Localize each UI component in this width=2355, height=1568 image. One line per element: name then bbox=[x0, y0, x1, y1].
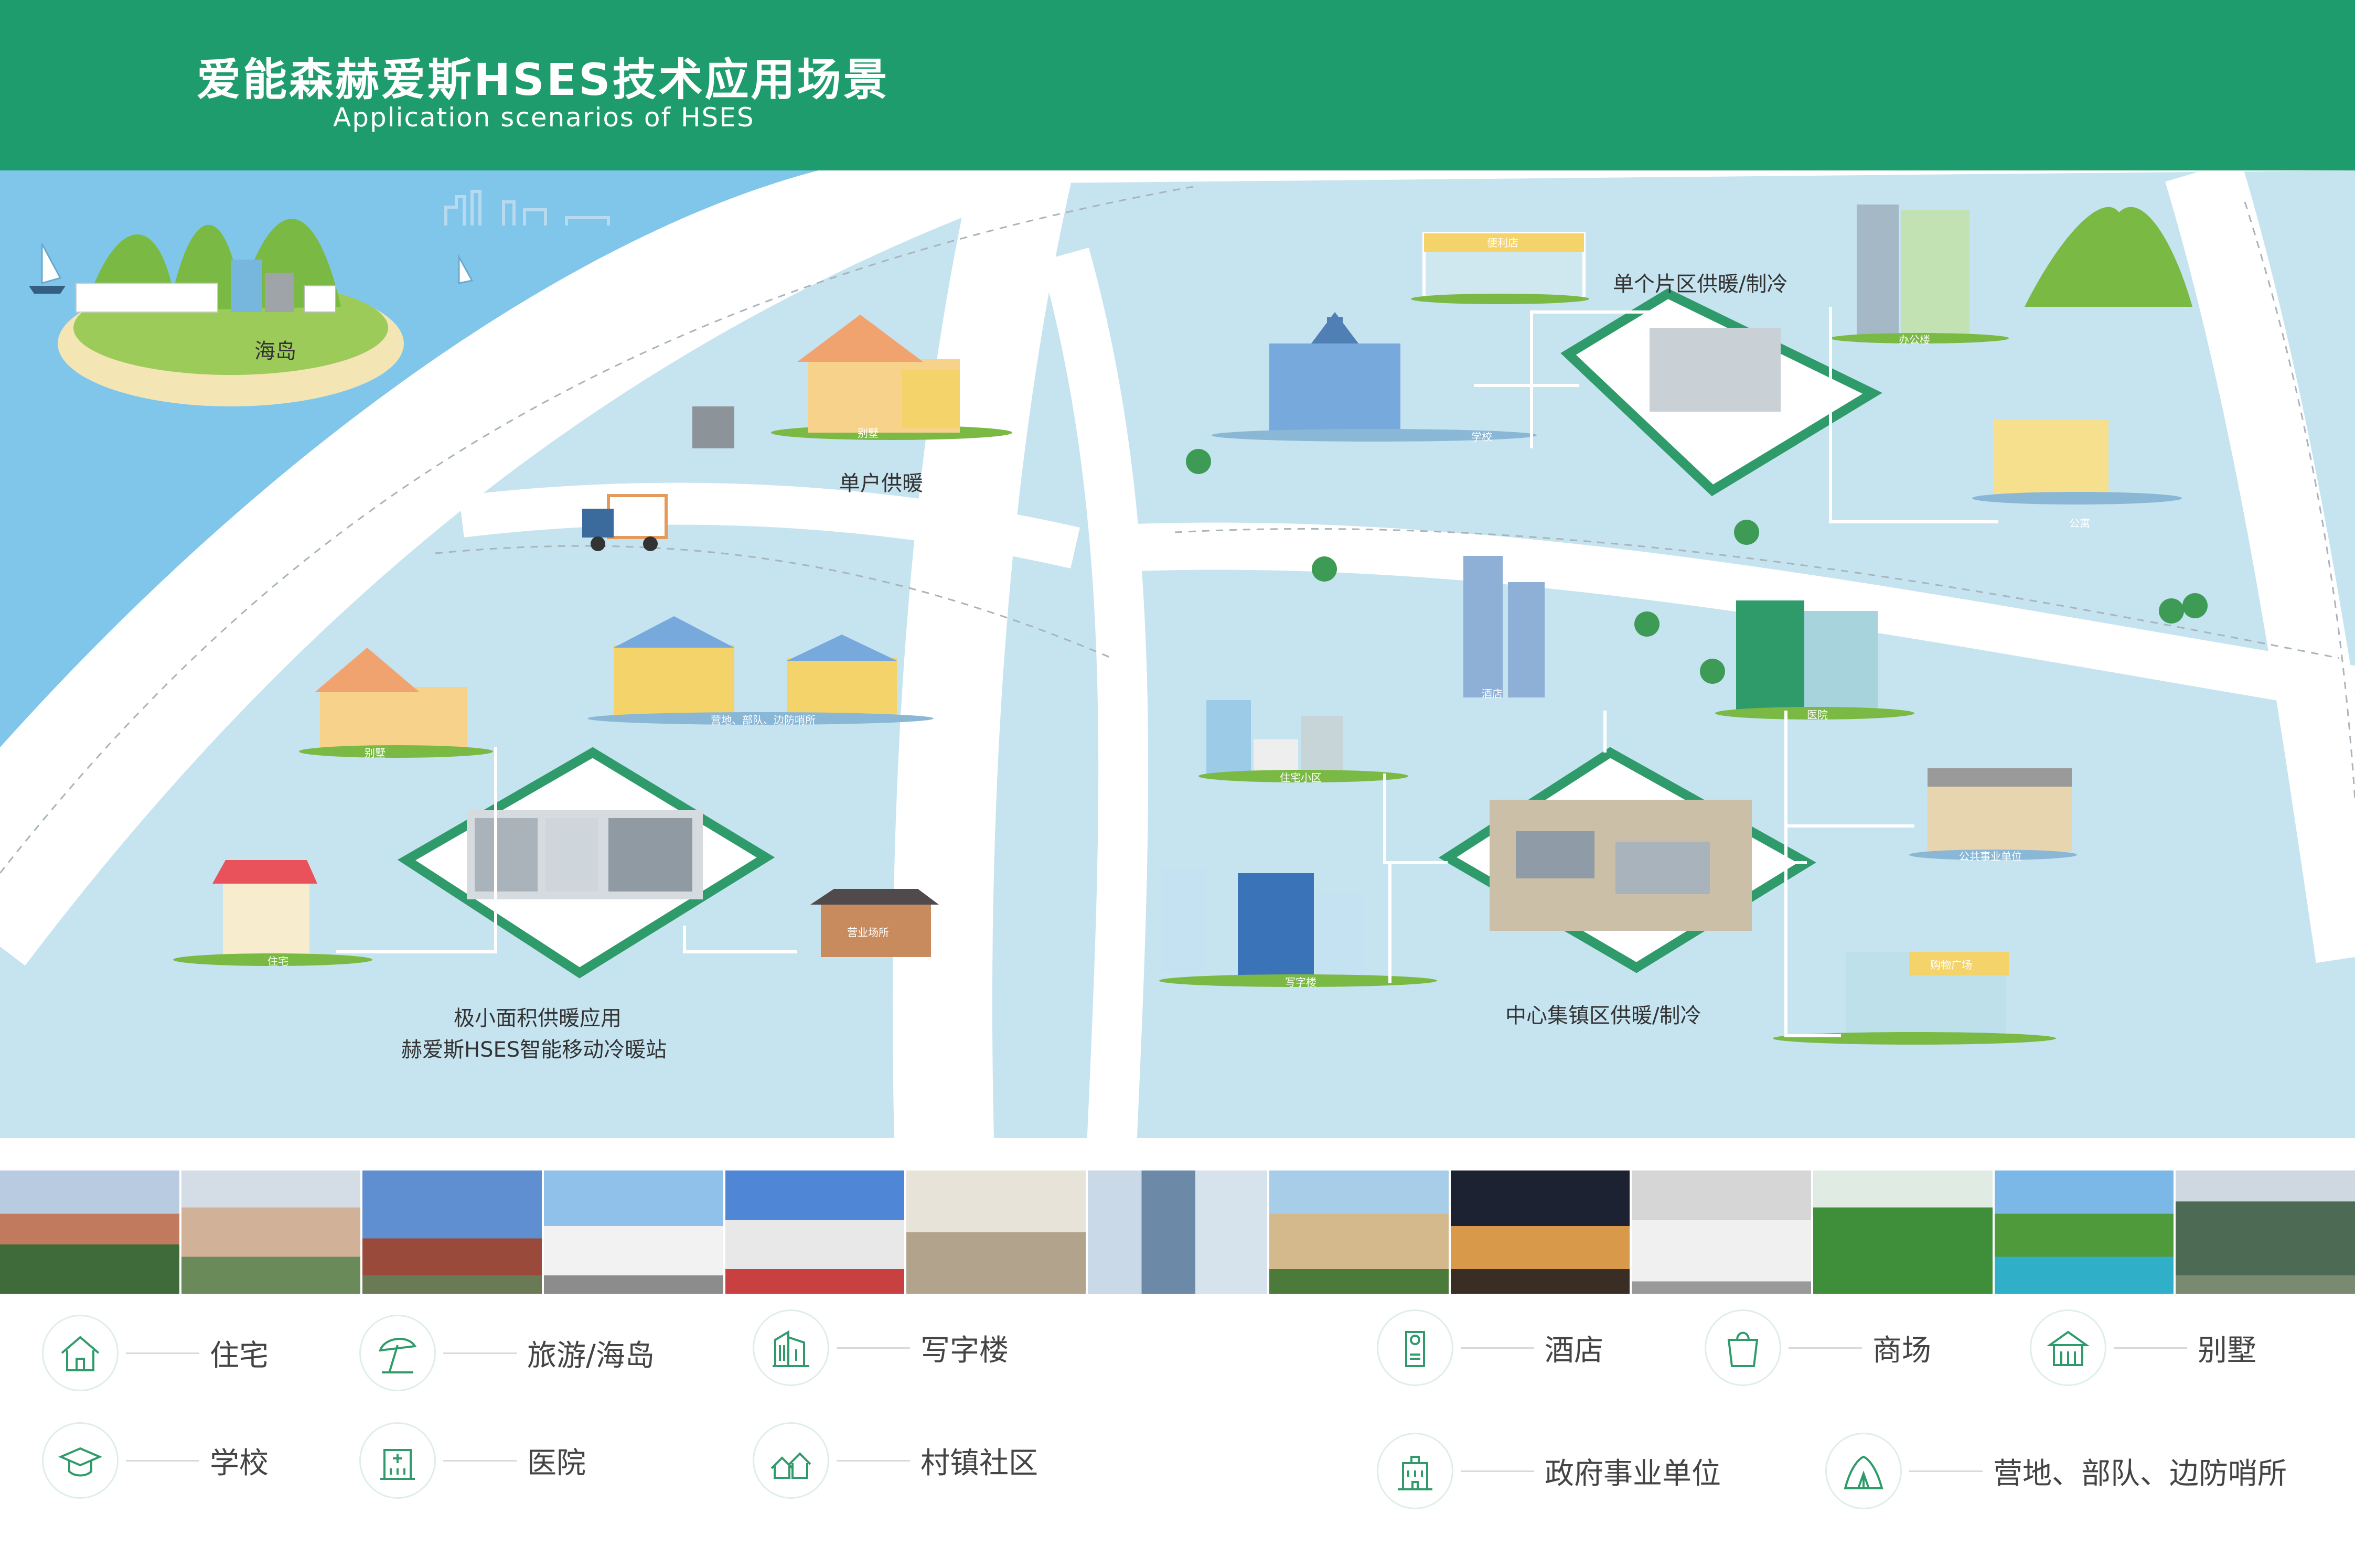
office-building-icon bbox=[753, 1309, 829, 1386]
legend-item-government: 政府事业单位 bbox=[1377, 1433, 1721, 1509]
legend-label-mall: 商场 bbox=[1872, 1333, 1931, 1368]
house-icon bbox=[42, 1315, 119, 1391]
photo-town-street bbox=[181, 1170, 361, 1294]
tag-hotel: 酒店 bbox=[1482, 688, 1503, 700]
photo-campus bbox=[362, 1170, 542, 1294]
photo-residential bbox=[0, 1170, 179, 1294]
header-bar: 爱能森赫爱斯HSES技术应用场景 Application scenarios o… bbox=[0, 0, 2355, 170]
legend-item-mall: 商场 bbox=[1705, 1309, 1931, 1386]
villa-icon bbox=[2030, 1309, 2106, 1386]
tag-hospital: 医院 bbox=[1807, 708, 1828, 721]
tag-mall: 购物广场 bbox=[1930, 959, 1972, 971]
photo-government bbox=[725, 1170, 905, 1294]
legend-item-residence: 住宅 bbox=[42, 1315, 269, 1391]
legend-label-hotel: 酒店 bbox=[1545, 1333, 1603, 1368]
tag-villa-left: 别墅 bbox=[365, 747, 386, 759]
photo-hotel-night bbox=[1450, 1170, 1630, 1294]
legend-item-camp: 营地、部队、边防哨所 bbox=[1825, 1433, 2287, 1509]
page-subtitle: Application scenarios of HSES bbox=[333, 102, 755, 133]
tag-office-building: 写字楼 bbox=[1285, 976, 1316, 989]
tag-convenience-store: 便利店 bbox=[1487, 237, 1518, 249]
tag-villa-top: 别墅 bbox=[858, 427, 879, 439]
legend-label-village: 村镇社区 bbox=[920, 1446, 1038, 1480]
door-hanger-icon bbox=[1377, 1309, 1453, 1386]
tag-residence: 住宅 bbox=[267, 955, 288, 968]
tag-school: 学校 bbox=[1471, 431, 1492, 443]
legend-item-villa: 别墅 bbox=[2030, 1309, 2256, 1386]
legend-label-school: 学校 bbox=[210, 1446, 269, 1480]
photo-hospital bbox=[544, 1170, 723, 1294]
beach-umbrella-icon bbox=[359, 1315, 436, 1391]
photo-barracks bbox=[2176, 1170, 2355, 1294]
tag-office: 办公楼 bbox=[1899, 334, 1930, 346]
shopping-bag-icon bbox=[1705, 1309, 1781, 1386]
village-icon bbox=[753, 1422, 829, 1499]
photo-heat-pump-units bbox=[1632, 1170, 1811, 1294]
tag-camp: 营地、部队、边防哨所 bbox=[711, 714, 816, 726]
legend: 住宅 旅游/海岛 写字楼 酒店 商场 别墅 bbox=[0, 1294, 2355, 1568]
page-title: 爱能森赫爱斯HSES技术应用场景 bbox=[197, 54, 890, 105]
photo-island bbox=[1994, 1170, 2174, 1294]
legend-item-hotel: 酒店 bbox=[1377, 1309, 1603, 1386]
scenario-map: 海岛 单户供暖 别墅 单个片区供暖/制冷 便利店 学校 办公楼 公寓 极小面积 bbox=[0, 170, 2355, 1141]
photo-office-towers bbox=[1088, 1170, 1267, 1294]
legend-item-school: 学校 bbox=[42, 1422, 269, 1499]
map-label-island: 海岛 bbox=[254, 339, 296, 363]
legend-label-government: 政府事业单位 bbox=[1545, 1456, 1721, 1491]
tag-apartment: 公寓 bbox=[2069, 517, 2090, 530]
legend-label-camp: 营地、部队、边防哨所 bbox=[1993, 1456, 2287, 1491]
tag-public-unit: 公共事业单位 bbox=[1959, 850, 2022, 863]
hospital-icon bbox=[359, 1422, 436, 1499]
photo-villa bbox=[1269, 1170, 1449, 1294]
legend-label-villa: 别墅 bbox=[2198, 1333, 2256, 1368]
legend-label-residence: 住宅 bbox=[210, 1338, 269, 1373]
government-building-icon bbox=[1377, 1433, 1453, 1509]
graduation-cap-icon bbox=[42, 1422, 119, 1499]
legend-label-tourism: 旅游/海岛 bbox=[527, 1338, 655, 1373]
photo-mall-interior bbox=[906, 1170, 1086, 1294]
legend-label-hospital: 医院 bbox=[527, 1446, 586, 1480]
legend-label-office: 写字楼 bbox=[920, 1333, 1009, 1368]
map-label-central-town: 中心集镇区供暖/制冷 bbox=[1505, 1004, 1701, 1028]
photo-strip bbox=[0, 1170, 2355, 1294]
tag-residential-area: 住宅小区 bbox=[1280, 771, 1322, 784]
map-label-mobile-station-line1: 极小面积供暖应用 bbox=[454, 1006, 622, 1030]
legend-item-village: 村镇社区 bbox=[753, 1422, 1038, 1499]
photo-greenhouse bbox=[1813, 1170, 1993, 1294]
legend-item-tourism: 旅游/海岛 bbox=[359, 1315, 655, 1391]
tent-icon bbox=[1825, 1433, 1902, 1509]
map-label-single-household: 单户供暖 bbox=[839, 471, 923, 496]
tag-business: 营业场所 bbox=[847, 926, 889, 939]
map-label-single-district: 单个片区供暖/制冷 bbox=[1613, 272, 1787, 296]
map-label-mobile-station-line2: 赫爱斯HSES智能移动冷暖站 bbox=[401, 1038, 667, 1062]
legend-item-hospital: 医院 bbox=[359, 1422, 586, 1499]
legend-item-office: 写字楼 bbox=[753, 1309, 1009, 1386]
